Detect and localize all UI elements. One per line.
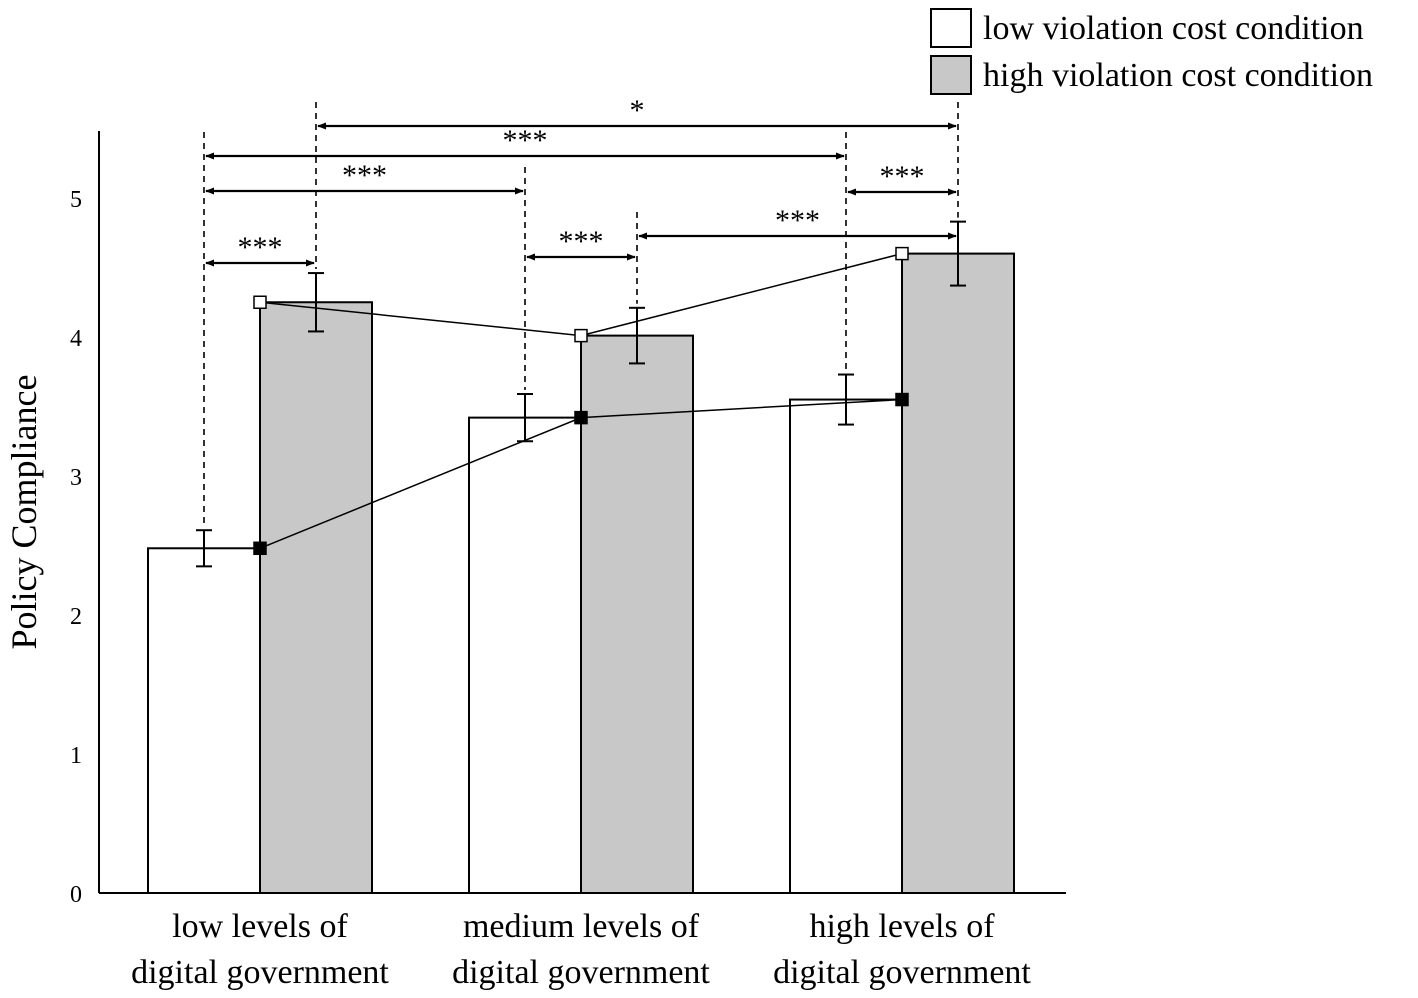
legend: low violation cost condition high violati… <box>930 8 1373 95</box>
legend-swatch-1 <box>930 55 972 95</box>
bar-high-cost-1 <box>580 334 694 894</box>
bar-high-cost-2 <box>901 252 1015 895</box>
bar-low-cost-2 <box>789 398 903 894</box>
x-category-label-2-1: digital government <box>773 954 1031 991</box>
y-tick-label-2: 2 <box>70 604 82 630</box>
legend-label-1: high violation cost condition <box>983 57 1373 94</box>
x-category-label-1-0: medium levels of <box>463 908 700 945</box>
significance-label-0: *** <box>238 231 283 264</box>
x-category-label-2-0: high levels of <box>809 908 995 945</box>
trend-marker-1-0 <box>253 541 267 556</box>
trend-marker-1-2 <box>895 392 909 407</box>
bar-low-cost-1 <box>468 416 582 894</box>
x-category-label-0-1: digital government <box>131 954 389 991</box>
trend-marker-0-1 <box>574 328 588 343</box>
trend-marker-1-1 <box>574 410 588 425</box>
y-tick-label-4: 4 <box>70 326 82 352</box>
y-tick-label-1: 1 <box>70 743 82 769</box>
significance-label-2: *** <box>503 124 548 157</box>
significance-brackets-layer: ******************* <box>205 94 957 267</box>
bars-layer <box>147 252 1015 895</box>
axes-layer: 0 1 2 3 4 5 low levels of digital government med… <box>4 131 1066 991</box>
significance-label-4: *** <box>559 225 604 258</box>
significance-label-5: *** <box>775 204 820 237</box>
trend-lines-layer <box>253 246 909 556</box>
legend-swatch-0 <box>930 8 972 48</box>
error-bars-layer <box>196 220 966 568</box>
trend-marker-0-2 <box>895 246 909 261</box>
y-tick-label-0: 0 <box>70 882 82 908</box>
significance-guides-layer <box>203 102 959 527</box>
bar-high-cost-0 <box>259 301 373 894</box>
trend-marker-0-0 <box>253 295 267 309</box>
significance-label-3: * <box>630 94 645 127</box>
significance-label-6: *** <box>880 160 925 193</box>
bar-low-cost-0 <box>147 547 261 895</box>
y-axis-label: Policy Compliance <box>4 375 44 650</box>
y-tick-label-5: 5 <box>70 187 82 213</box>
significance-label-1: *** <box>342 159 387 192</box>
legend-label-0: low violation cost condition <box>983 10 1364 47</box>
y-tick-label-3: 3 <box>70 465 82 491</box>
x-category-label-0-0: low levels of <box>172 908 348 945</box>
x-category-label-1-1: digital government <box>452 954 710 991</box>
